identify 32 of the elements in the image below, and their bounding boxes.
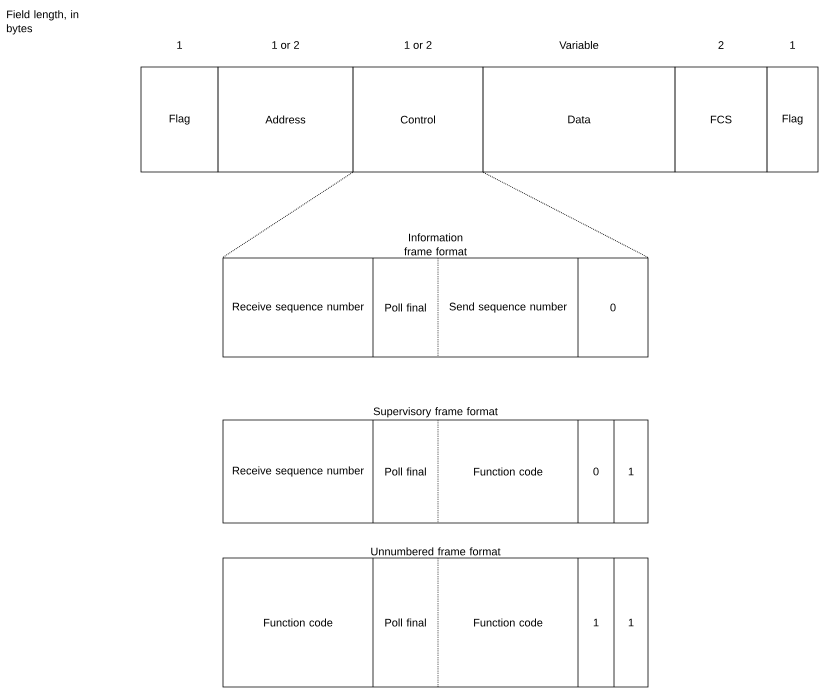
- field-text: Function code: [474, 618, 542, 627]
- field-length: 1: [790, 41, 796, 49]
- field-text: 0: [610, 304, 616, 312]
- field-box: Data: [482, 66, 676, 172]
- field-text: Poll final: [385, 467, 426, 476]
- axis-caption: Field length, in bytes: [6, 10, 78, 34]
- field-length: 1 or 2: [272, 41, 299, 49]
- field-box: Address: [218, 66, 354, 172]
- field-text: 1: [628, 468, 634, 476]
- field-length: 2: [718, 41, 724, 49]
- field-box: Flag: [766, 66, 818, 172]
- field-length: Variable: [559, 40, 598, 50]
- dotted-line: [222, 172, 354, 258]
- field-text: Send sequence number: [450, 302, 567, 313]
- field-text: 0: [593, 468, 599, 476]
- field-text: 1: [628, 618, 634, 626]
- field-box: Control: [352, 66, 484, 172]
- node-label: Unnumbered frame format: [371, 547, 501, 556]
- field-text: Receive sequence number: [232, 302, 364, 313]
- node-label: Information frame format: [404, 233, 467, 256]
- field-length: 1: [177, 41, 182, 49]
- field-text: 1: [594, 618, 599, 626]
- field-box: Flag: [140, 66, 218, 172]
- field-box: FCS: [674, 66, 768, 172]
- field-text: Function code: [474, 467, 542, 476]
- field-length: 1 or 2: [404, 41, 432, 49]
- node-label: Supervisory frame format: [374, 407, 498, 418]
- field-text: Poll final: [385, 303, 426, 312]
- field-text: Receive sequence number: [232, 466, 364, 477]
- field-text: Function code: [264, 618, 332, 627]
- dotted-line: [482, 172, 649, 258]
- field-text: Poll final: [385, 618, 426, 627]
